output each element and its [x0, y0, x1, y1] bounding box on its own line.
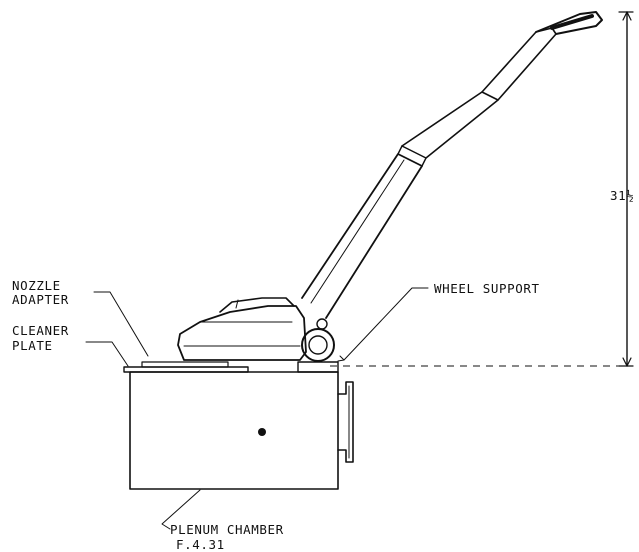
handle-grip [535, 11, 603, 35]
wheel-support-block [297, 361, 339, 373]
vacuum-cleaner [177, 11, 603, 362]
nozzle-adapter-label-line1: NOZZLE [12, 278, 61, 293]
wheel [301, 328, 335, 362]
height-dimension-label: 31½ [610, 188, 634, 203]
height-dimension: 31½ [610, 11, 634, 367]
nozzle-adapter-leader [93, 291, 149, 357]
nozzle-adapter-label-line2: ADAPTER [12, 292, 69, 307]
cleaner-plate [123, 361, 249, 373]
plenum-chamber-box [129, 371, 339, 490]
dimension-arrow-bottom [622, 357, 632, 367]
dimension-arrow-top [622, 11, 632, 21]
plenum-port-dot [258, 428, 266, 436]
plenum-chamber [129, 371, 354, 490]
pivot-joint [316, 318, 328, 330]
plenum-side-fitting [337, 381, 354, 463]
cleaner-plate-label-line1: CLEANER [12, 323, 69, 338]
vacuum-bag-tube [301, 153, 423, 319]
leader-lines [85, 287, 429, 530]
plenum-chamber-leader [161, 489, 201, 530]
vacuum-hood [219, 297, 295, 313]
wheel-support-label: WHEEL SUPPORT [434, 281, 540, 296]
cleaner-plate-leader [85, 341, 129, 367]
wheel-support-leader [343, 287, 429, 361]
cleaner-plate-label-line2: PLATE [12, 338, 53, 353]
figure-number-label: F.4.31 [176, 537, 225, 552]
plenum-chamber-label: PLENUM CHAMBER [170, 522, 284, 537]
vacuum-nozzle-body [177, 305, 307, 361]
wheel-hub [308, 335, 328, 355]
nozzle-adapter-plate [141, 361, 229, 368]
vacuum-handle-shaft [401, 91, 499, 159]
